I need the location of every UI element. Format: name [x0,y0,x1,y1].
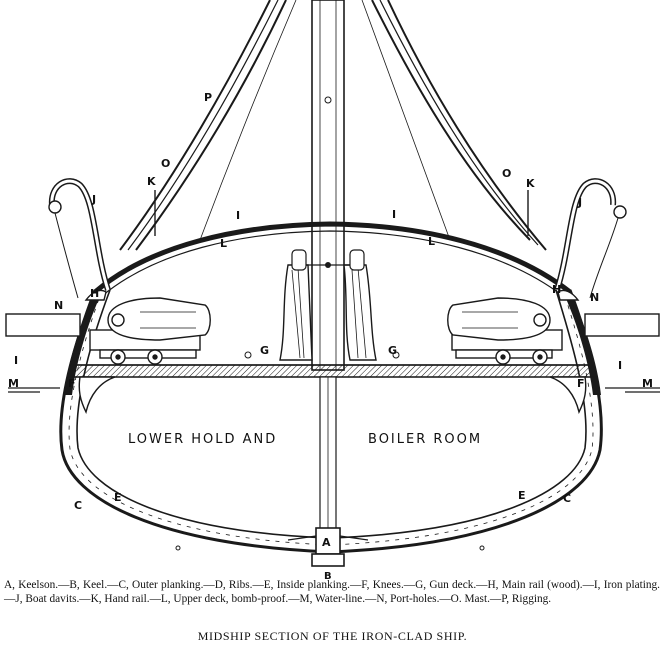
deck-ringbolts [244,351,400,359]
mast [279,0,377,371]
label-e-left: E [114,491,122,504]
label-i-side-left: I [14,354,19,367]
label-b: B [324,571,332,582]
main-rails [84,289,580,301]
label-c-right: C [563,492,572,505]
hold-label-right: BOILER ROOM [368,432,483,447]
caption-legend: A, Keelson.—B, Keel.—C, Outer planking.—… [4,579,660,605]
label-f-left: F [68,377,76,390]
label-l-right: L [428,235,436,248]
label-i-deck-right: I [392,208,397,221]
cannon-right [447,297,563,365]
label-k-left: K [147,175,156,188]
label-i-deck-left: I [236,209,241,222]
label-m-right: M [642,377,653,390]
gun-deck [61,364,602,415]
keelson-assembly [287,376,369,567]
label-g-right: G [388,344,398,357]
caption-title: MIDSHIP SECTION OF THE IRON-CLAD SHIP. [197,629,468,643]
rigging [119,0,547,251]
label-j-right: J [578,196,583,209]
hold-label-left: LOWER HOLD AND [128,432,278,447]
label-e-right: E [518,489,526,502]
label-p: P [204,91,213,104]
label-i-side-right: I [618,359,623,372]
cannon-left [89,297,211,365]
upper-deck [93,221,572,297]
label-f-right: F [577,377,585,390]
label-o-right: O [502,167,512,180]
label-o-left: O [161,157,171,170]
label-n-left: N [54,299,64,312]
boat-davits [48,178,627,299]
label-l-left: L [220,237,228,250]
hand-rails [154,190,529,236]
label-g-left: G [260,344,270,357]
label-m-left: M [8,377,19,390]
midship-section-drawing [5,0,660,567]
label-h-left: H [90,287,100,300]
label-c-left: C [74,499,83,512]
label-k-right: K [526,177,535,190]
label-n-right: N [590,291,600,304]
port-holes [5,313,660,337]
label-j-left: J [92,193,97,206]
water-line [8,387,660,393]
label-h-right: H [552,283,562,296]
label-a: A [322,536,331,549]
